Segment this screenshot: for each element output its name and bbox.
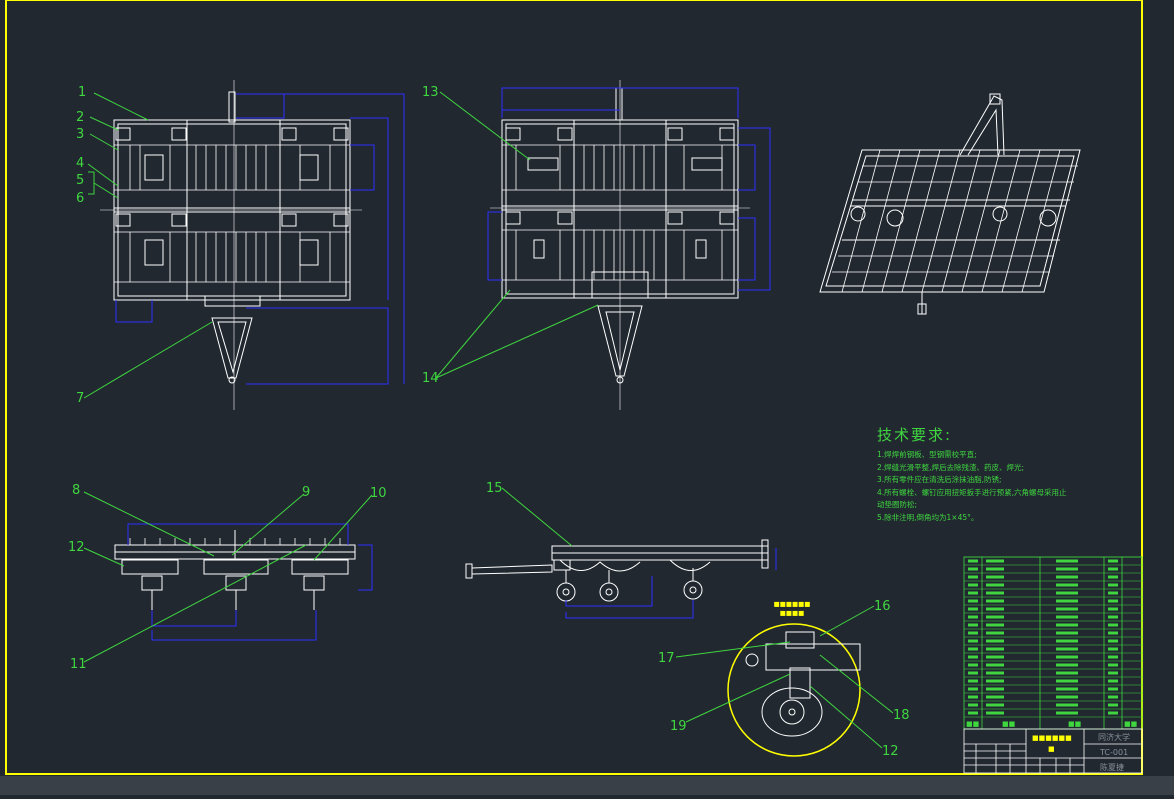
elevation-view[interactable] [465, 539, 769, 602]
callout-19: 19 [670, 719, 687, 734]
side-view-dimensions [127, 523, 373, 641]
callout-15: 15 [486, 481, 503, 496]
callout-12-detail: 12 [882, 744, 899, 759]
bom-rows [964, 556, 1142, 718]
elevation-view-dimensions [565, 548, 777, 619]
title-block-school: 同济大学 [1098, 732, 1130, 742]
title-block-author: 陈夏捷 [1100, 762, 1124, 772]
callout-2: 2 [76, 110, 84, 125]
svg-text:■■: ■■ [1002, 720, 1015, 728]
notes-line-4: 4.所有螺栓、螺钉应用扭矩扳手进行预紧,六角螺母采用止 [877, 487, 1067, 497]
svg-text:■■■■■■: ■■■■■■ [1032, 734, 1072, 742]
callout-11: 11 [70, 657, 87, 672]
notes-line-1: 1.焊焊前钢板、型钢需校平直; [877, 450, 977, 459]
callout-9: 9 [302, 485, 310, 500]
callout-3: 3 [76, 127, 84, 142]
callout-12: 12 [68, 540, 85, 555]
front-view-dimensions [115, 93, 405, 385]
detail-label: ■■■■■■ [774, 600, 811, 608]
title-block-name: ■■■■■■ ■ [1032, 734, 1072, 753]
front-view-centerlines [100, 80, 362, 410]
notes-title: 技术要求: [877, 426, 953, 444]
svg-text:■■: ■■ [966, 720, 979, 728]
callout-8: 8 [72, 483, 80, 498]
bom-header: ■■ ■■ ■■ ■■ [966, 720, 1137, 728]
callout-16: 16 [874, 599, 891, 614]
title-block-drawing-no: TC-001 [1099, 748, 1128, 757]
callout-14: 14 [422, 371, 439, 386]
side-view[interactable] [114, 530, 356, 610]
callout-5: 5 [76, 173, 84, 188]
status-bar [0, 776, 1174, 795]
top-view-dimensions [487, 87, 771, 291]
svg-text:■■: ■■ [1124, 720, 1137, 728]
front-view[interactable] [113, 91, 351, 384]
isometric-view[interactable] [819, 93, 1081, 315]
callout-4: 4 [76, 156, 84, 171]
callout-10: 10 [370, 486, 387, 501]
callout-13: 13 [422, 85, 439, 100]
detail-circle [727, 623, 861, 757]
detail-view[interactable]: ■■■■■■ ■■■■ [727, 600, 861, 757]
technical-notes: 技术要求: 1.焊焊前钢板、型钢需校平直; 2.焊缝光滑平整,焊后去除残渣、药皮… [877, 424, 1067, 524]
bom-table[interactable] [963, 556, 1143, 730]
callout-7: 7 [76, 391, 84, 406]
notes-line-3: 3.所有零件应在清洗后涂抹油脂,防锈; [877, 475, 1002, 484]
leader-lines [83, 91, 894, 749]
drawing-border [5, 0, 1143, 775]
svg-text:■: ■ [1048, 745, 1055, 753]
callout-18: 18 [893, 708, 910, 723]
notes-line-6: 5.除非注明,倒角均为1×45°。 [877, 512, 979, 522]
notes-line-5: 动垫圈防松; [877, 500, 918, 509]
callout-17: 17 [658, 651, 675, 666]
top-view-centerlines [490, 80, 750, 410]
detail-scale: ■■■■ [780, 609, 805, 617]
callout-6: 6 [76, 191, 84, 206]
callout-1: 1 [78, 85, 86, 100]
svg-text:■■: ■■ [1068, 720, 1081, 728]
notes-line-2: 2.焊缝光滑平整,焊后去除残渣、药皮、焊光; [877, 462, 1025, 472]
title-block[interactable] [963, 728, 1143, 774]
